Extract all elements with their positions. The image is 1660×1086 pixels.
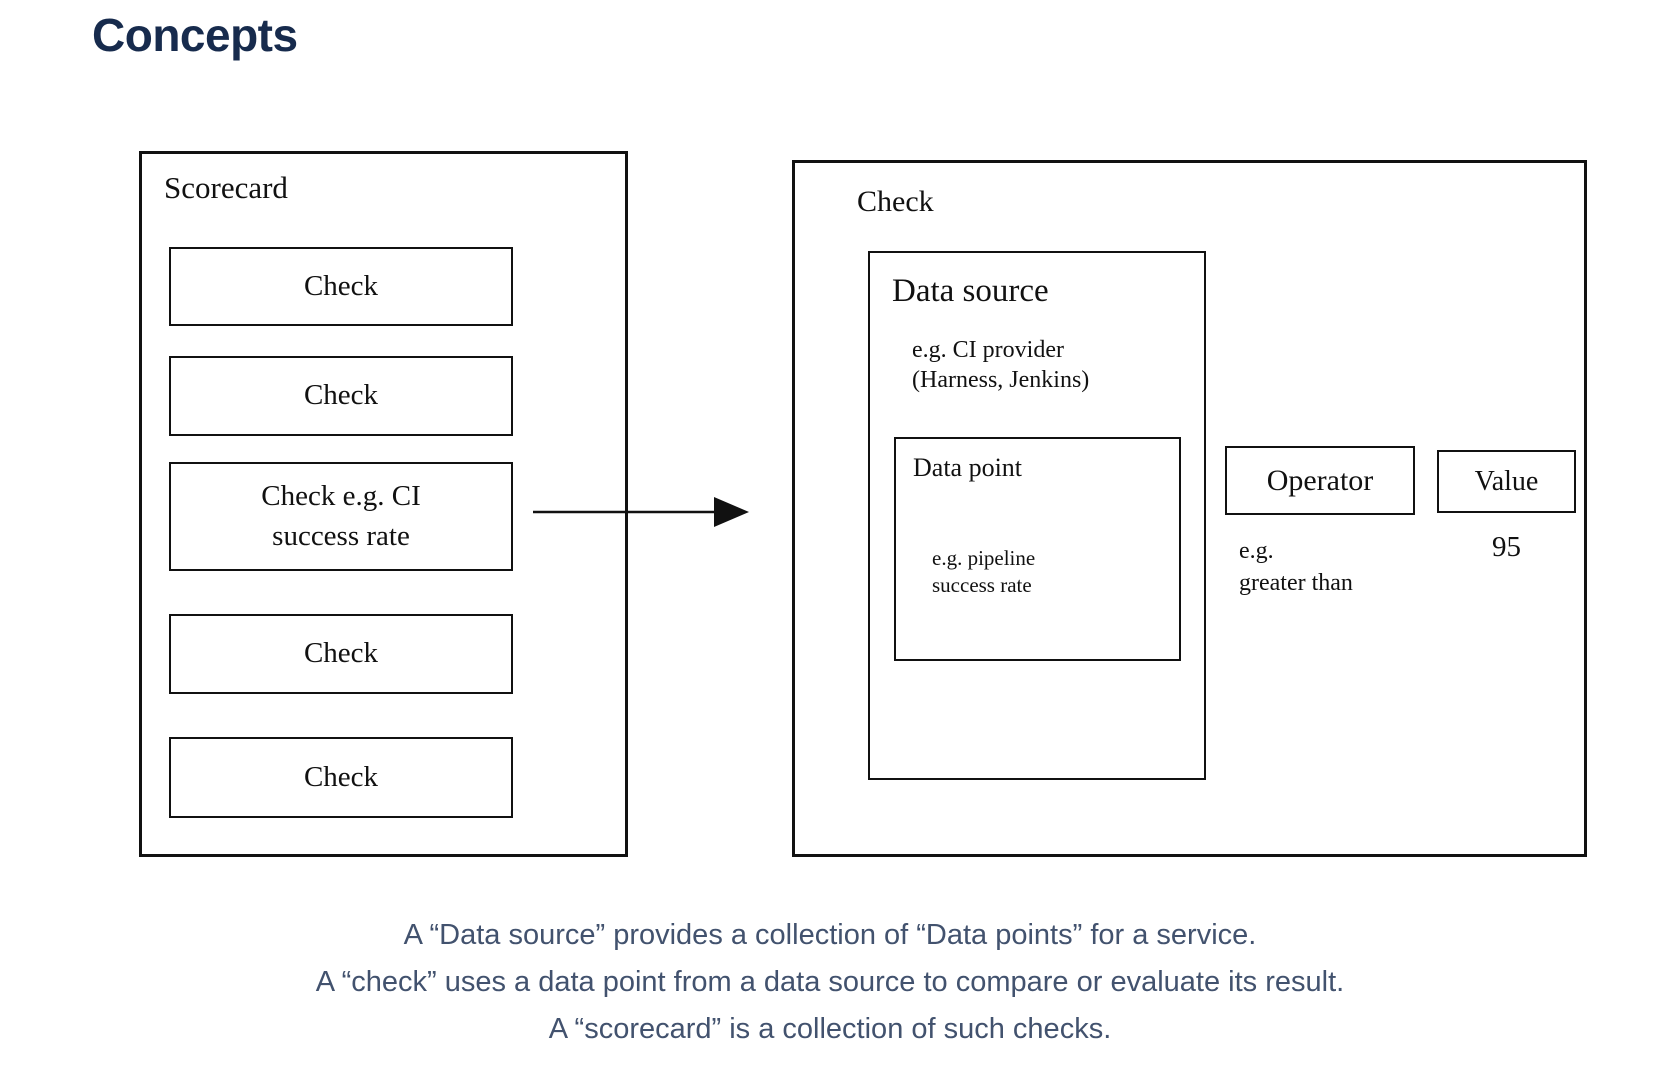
scorecard-check-item: Check (169, 247, 513, 326)
data-source-example: e.g. CI provider (Harness, Jenkins) (912, 337, 1090, 393)
caption: A “Data source” provides a collection of… (0, 912, 1660, 1053)
scorecard-label: Scorecard (164, 170, 288, 205)
operator-example: e.g. greater than (1239, 538, 1353, 596)
data-source-label: Data source (892, 273, 1049, 309)
data-point-box: Data point e.g. pipeline success rate (894, 437, 1181, 661)
arrow-right-icon (533, 497, 749, 527)
operator-box: Operator (1225, 446, 1415, 515)
scorecard-check-item: Check (169, 737, 513, 818)
value-example: 95 (1492, 531, 1521, 563)
value-label: Value (1474, 465, 1539, 497)
caption-line: A “check” uses a data point from a data … (315, 966, 1345, 998)
scorecard-check-item-ci-success-rate: Check e.g. CI success rate (169, 462, 513, 571)
scorecard-check-item: Check (169, 614, 513, 694)
check-detail-label: Check (857, 185, 934, 218)
value-box: Value (1437, 450, 1576, 513)
operator-label: Operator (1266, 463, 1374, 497)
scorecard-box: Scorecard Check Check Check e.g. CI succ… (139, 151, 628, 857)
caption-line: A “Data source” provides a collection of… (403, 919, 1257, 951)
page-title: Concepts (92, 9, 298, 61)
data-point-label: Data point (913, 453, 1023, 482)
check-detail-box: Check Data source e.g. CI provider (Harn… (792, 160, 1587, 857)
data-point-example: e.g. pipeline success rate (932, 546, 1036, 597)
caption-line: A “scorecard” is a collection of such ch… (548, 1013, 1112, 1045)
scorecard-check-item: Check (169, 356, 513, 436)
data-source-box: Data source e.g. CI provider (Harness, J… (868, 251, 1206, 780)
